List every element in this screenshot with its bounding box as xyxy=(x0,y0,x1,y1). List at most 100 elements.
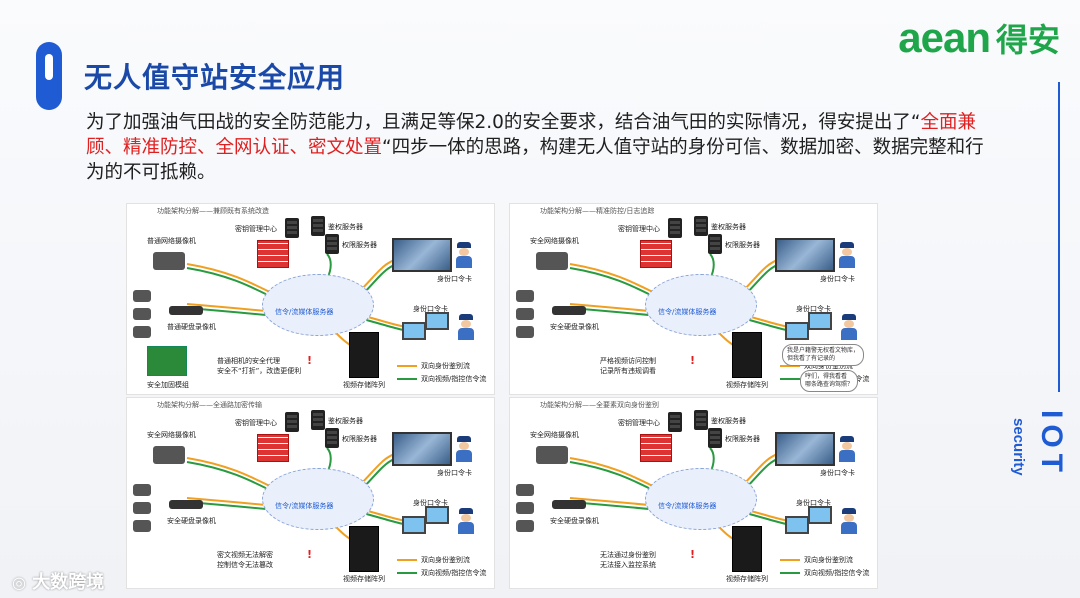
storage-rack-icon xyxy=(732,332,762,378)
key-center-label: 密钥管理中心 xyxy=(618,225,660,233)
workstation-icon xyxy=(402,322,426,340)
recorder-label: 安全硬盘录像机 xyxy=(550,323,599,331)
key-center-label: 密钥管理中心 xyxy=(618,419,660,427)
camera-icon xyxy=(153,252,185,270)
key-server-icon xyxy=(668,412,682,432)
workstation-icon xyxy=(425,312,449,330)
token-card-label: 身份口令卡 xyxy=(796,499,831,507)
recorder-label: 安全硬盘录像机 xyxy=(550,517,599,525)
key-server-icon xyxy=(285,218,299,238)
camera-stack-icon xyxy=(516,326,534,338)
network-cloud xyxy=(645,274,757,336)
cloud-label: 信令/流媒体服务器 xyxy=(275,308,334,316)
storage-label: 视频存储阵列 xyxy=(343,575,385,583)
workstation-icon xyxy=(785,322,809,340)
recorder-icon xyxy=(169,500,203,509)
storage-label: 视频存储阵列 xyxy=(726,575,768,583)
key-center-label: 密钥管理中心 xyxy=(235,225,277,233)
module-label: 安全加固模组 xyxy=(147,381,189,389)
architecture-panel-2: 功能架构分解——精准防控/日志追踪 信令/流媒体服务器密钥管理中心鉴权服务器权限… xyxy=(509,203,878,395)
video-wall-icon xyxy=(775,238,835,272)
perm-server-label: 权限服务器 xyxy=(725,241,760,249)
storage-label: 视频存储阵列 xyxy=(726,381,768,389)
recorder-icon xyxy=(552,500,586,509)
auth-server-icon xyxy=(311,410,325,430)
key-server-icon xyxy=(285,412,299,432)
panel-note: 无法通过身份鉴别 无法接入监控系统 xyxy=(600,551,656,569)
legend-line-auth xyxy=(397,559,417,561)
security-label: security xyxy=(1010,418,1027,476)
logo-wordmark: aean xyxy=(898,14,991,61)
auth-server-label: 鉴权服务器 xyxy=(328,417,363,425)
auth-server-icon xyxy=(694,216,708,236)
watermark-icon: ◎ xyxy=(12,573,26,592)
camera-label: 安全网络摄像机 xyxy=(147,431,196,439)
legend-line-auth xyxy=(397,365,417,367)
perm-server-label: 权限服务器 xyxy=(342,435,377,443)
warning-icon: ! xyxy=(690,354,696,367)
auth-server-label: 鉴权服务器 xyxy=(711,417,746,425)
perm-server-icon xyxy=(708,234,722,254)
auth-server-icon xyxy=(694,410,708,430)
firewall-icon xyxy=(257,434,289,462)
iot-label: IOT xyxy=(1035,410,1068,478)
panel-note: 密文视频无法解密 控制信令无法篡改 xyxy=(217,551,273,569)
camera-icon xyxy=(536,446,568,464)
token-card-label: 身份口令卡 xyxy=(820,469,855,477)
perm-server-label: 权限服务器 xyxy=(725,435,760,443)
police-officer-icon xyxy=(838,242,856,268)
camera-label: 安全网络摄像机 xyxy=(530,237,579,245)
camera-label: 安全网络摄像机 xyxy=(530,431,579,439)
network-cloud xyxy=(262,468,374,530)
legend-auth-label: 双向身份鉴别流 xyxy=(804,362,853,370)
legend-video-label: 双向视频/指控信令流 xyxy=(421,569,487,577)
network-cloud xyxy=(645,468,757,530)
speech-bubble: 哼们，得我看看 哪条路查询驾照？ xyxy=(800,370,859,392)
perm-server-icon xyxy=(708,428,722,448)
panel-note: 普通相机的安全代理 安全不“打折”，改造更便利 xyxy=(217,357,302,375)
police-officer-icon xyxy=(457,314,475,340)
video-wall-icon xyxy=(775,432,835,466)
architecture-panel-3: 功能架构分解——全通路加密传输 信令/流媒体服务器密钥管理中心鉴权服务器权限服务… xyxy=(126,397,495,589)
security-module-icon xyxy=(147,346,187,376)
intro-highlight: 全面兼顾、精准防控、全网认证、密文处置 xyxy=(86,112,977,158)
storage-rack-icon xyxy=(349,526,379,572)
cloud-label: 信令/流媒体服务器 xyxy=(658,308,717,316)
architecture-panel-1: 功能架构分解——兼顾既有系统改造 信令/流媒体服务器密钥管理中心鉴权服务器权限服… xyxy=(126,203,495,395)
perm-server-icon xyxy=(325,234,339,254)
right-decor-line xyxy=(1058,82,1060,392)
legend-auth-label: 双向身份鉴别流 xyxy=(804,556,853,564)
workstation-icon xyxy=(402,516,426,534)
cloud-label: 信令/流媒体服务器 xyxy=(275,502,334,510)
workstation-icon xyxy=(785,516,809,534)
camera-stack-icon xyxy=(133,520,151,532)
speech-bubble: 我是户籍警无权看文物库， 但我看了有记录的 xyxy=(782,344,865,366)
camera-stack-icon xyxy=(133,484,151,496)
slide-title: 无人值守站安全应用 xyxy=(84,61,346,94)
warning-icon: ! xyxy=(307,354,313,367)
perm-server-label: 权限服务器 xyxy=(342,241,377,249)
auth-server-icon xyxy=(311,216,325,236)
panel-caption: 功能架构分解——全要素双向身份鉴别 xyxy=(540,401,659,409)
auth-server-label: 鉴权服务器 xyxy=(328,223,363,231)
perm-server-icon xyxy=(325,428,339,448)
intro-text-end: “四步一体的思路，构建无人值守站的身份可信、数据加密、数据完整和行为的不可抵赖。 xyxy=(86,137,984,183)
key-center-label: 密钥管理中心 xyxy=(235,419,277,427)
network-cloud xyxy=(262,274,374,336)
video-wall-icon xyxy=(392,238,452,272)
intro-paragraph: 为了加强油气田战的安全防范能力，且满足等保2.0的安全要求，结合油气田的实际情况… xyxy=(86,110,986,185)
camera-stack-icon xyxy=(516,308,534,320)
firewall-icon xyxy=(640,240,672,268)
token-card-label: 身份口令卡 xyxy=(437,275,472,283)
legend-line-auth xyxy=(780,365,800,367)
camera-icon xyxy=(153,446,185,464)
legend-video-label: 双向视频/指控信令流 xyxy=(421,375,487,383)
key-server-icon xyxy=(668,218,682,238)
camera-stack-icon xyxy=(133,290,151,302)
legend-line-video xyxy=(780,572,800,574)
recorder-label: 安全硬盘录像机 xyxy=(167,517,216,525)
token-card-label: 身份口令卡 xyxy=(437,469,472,477)
recorder-label: 普通硬盘录像机 xyxy=(167,323,216,331)
panel-note: 严格视频访问控制 记录所有违规调看 xyxy=(600,357,656,375)
